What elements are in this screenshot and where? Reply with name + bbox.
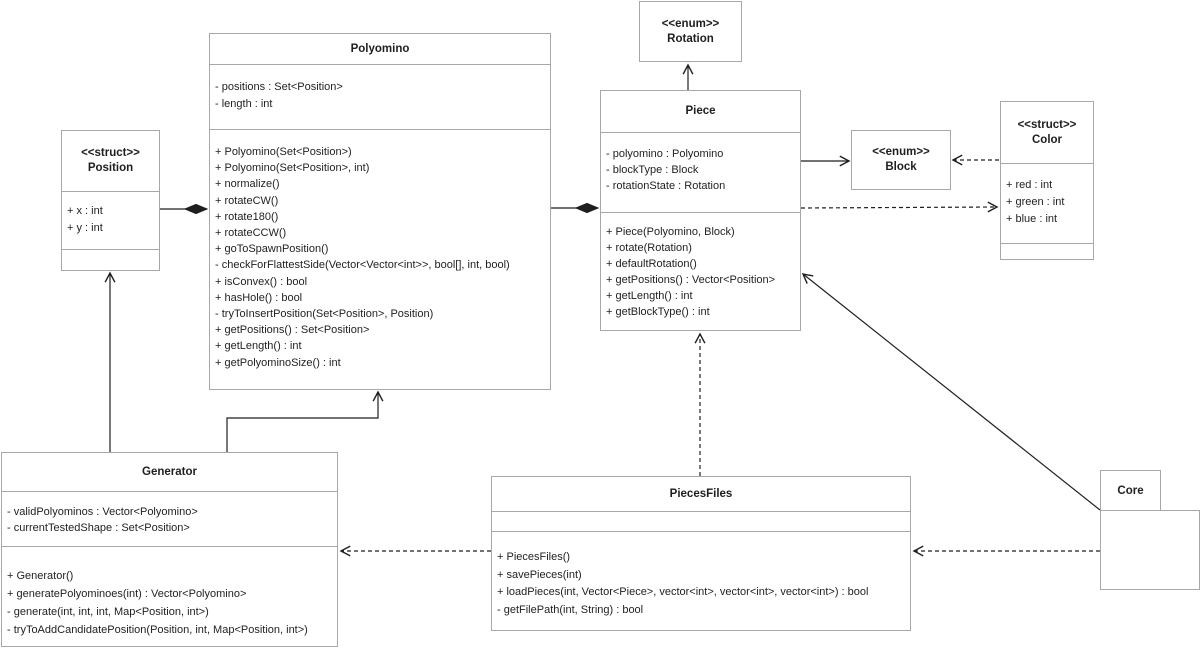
member-line: + Generator() [7,570,74,582]
member-line: + getPositions() : Vector<Position> [606,274,776,287]
member-line: + getLength() : int [215,340,302,353]
class-box-polyomino: Polyomino - positions : Set<Position> - l… [209,33,551,390]
member-line: - getFilePath(int, String) : bool [497,603,644,616]
attributes-compartment [492,512,910,532]
member-line: + getPolyominoSize() : int [215,356,341,369]
dependency-piece-to-color-line [800,201,999,213]
class-box-piece: Piece - polyomino : Polyomino - blockType… [600,90,801,331]
member-line: + normalize() [215,178,280,191]
class-title-polyomino: Polyomino [210,34,550,65]
class-title-piece: Piece [601,91,800,133]
member-line: + defaultRotation() [606,258,697,271]
class-box-block: <<enum>> Block [851,130,951,190]
member-line: + rotateCW() [215,194,279,207]
member-line: - blockType : Block [606,163,699,176]
member-line: + red : int [1006,179,1053,191]
class-title-generator: Generator [2,453,337,492]
member-line: + rotate180() [215,210,279,223]
package-tab-core: Core [1100,470,1161,511]
member-line: + generatePolyominoes(int) : Vector<Poly… [7,588,247,600]
attributes-compartment: - polyomino : Polyomino - blockType : Blo… [601,133,800,213]
class-title-piecesfiles: PiecesFiles [492,477,910,512]
member-line: - positions : Set<Position> [215,81,343,93]
member-line: + goToSpawnPosition() [215,243,329,256]
class-name: Polyomino [350,42,410,55]
member-line: + green : int [1006,196,1065,208]
class-box-rotation: <<enum>> Rotation [639,1,742,62]
member-line: + Polyomino(Set<Position>) [215,146,352,158]
class-box-generator: Generator - validPolyominos : Vector<Pol… [1,452,338,647]
member-line: - checkForFlattestSide(Vector<Vector<int… [215,259,510,272]
member-line: + blue : int [1006,213,1058,225]
member-line: - tryToAddCandidatePosition(Position, in… [7,624,308,636]
attributes-compartment: - validPolyominos : Vector<Polyomino> - c… [2,492,337,547]
package-body-core [1100,510,1200,590]
class-name: Piece [685,105,716,117]
class-title-color: <<struct>> Color [1001,102,1093,164]
class-name: Position [87,162,134,174]
class-title-block: <<enum>> Block [852,131,950,189]
attributes-compartment: + x : int + y : int [62,192,159,250]
member-line: - length : int [215,97,273,110]
class-title-rotation: <<enum>> Rotation [640,2,741,61]
association-core-to-piece-line [801,273,1101,511]
member-line: + rotate(Rotation) [606,242,692,255]
member-line: - generate(int, int, int, Map<Position, … [7,606,209,618]
methods-compartment: + Generator() + generatePolyominoes(int) … [2,547,337,646]
attributes-compartment: - positions : Set<Position> - length : in… [210,65,550,130]
member-line: + y : int [67,222,103,234]
member-line: - polyomino : Polyomino [606,148,724,160]
member-line: + Piece(Polyomino, Block) [606,226,735,238]
methods-compartment: + Piece(Polyomino, Block) + rotate(Rotati… [601,213,800,330]
methods-compartment: + PiecesFiles() + savePieces(int) + loadPi… [492,532,910,630]
class-stereotype: <<enum>> [872,146,930,158]
methods-compartment [1001,244,1093,259]
class-box-color: <<struct>> Color + red : int + green : in… [1000,101,1094,260]
attributes-compartment: + red : int + green : int + blue : int [1001,164,1093,244]
member-line: + rotateCCW() [215,227,287,240]
member-line: - tryToInsertPosition(Set<Position>, Pos… [215,308,434,321]
member-line: + PiecesFiles() [497,551,571,563]
class-stereotype: <<struct>> [1017,118,1077,131]
class-box-piecesfiles: PiecesFiles + PiecesFiles() + savePieces(… [491,476,911,631]
member-line: + isConvex() : bool [215,275,308,288]
class-name: Rotation [667,32,714,45]
member-line: + Polyomino(Set<Position>, int) [215,162,370,175]
class-name: PiecesFiles [669,487,733,500]
class-title-position: <<struct>> Position [62,131,159,192]
association-generator-to-polyomino-line [226,390,384,452]
member-line: + getPositions() : Set<Position> [215,324,370,337]
methods-compartment [62,250,159,270]
class-box-position: <<struct>> Position + x : int + y : int [61,130,160,271]
member-line: - currentTestedShape : Set<Position> [7,521,190,534]
member-line: + getLength() : int [606,290,693,303]
class-name: Color [1031,133,1063,146]
package-name: Core [1117,484,1144,497]
member-line: - rotationState : Rotation [606,179,726,192]
class-name: Generator [142,465,197,478]
member-line: + hasHole() : bool [215,291,303,304]
member-line: - validPolyominos : Vector<Polyomino> [7,506,198,518]
member-line: + loadPieces(int, Vector<Piece>, vector<… [497,586,869,598]
methods-compartment: + Polyomino(Set<Position>) + Polyomino(Se… [210,130,550,389]
member-line: + savePieces(int) [497,568,582,581]
class-name: Block [885,161,917,173]
class-stereotype: <<struct>> [81,147,140,159]
member-line: + getBlockType() : int [606,306,710,319]
class-stereotype: <<enum>> [661,17,720,30]
member-line: + x : int [67,205,103,217]
